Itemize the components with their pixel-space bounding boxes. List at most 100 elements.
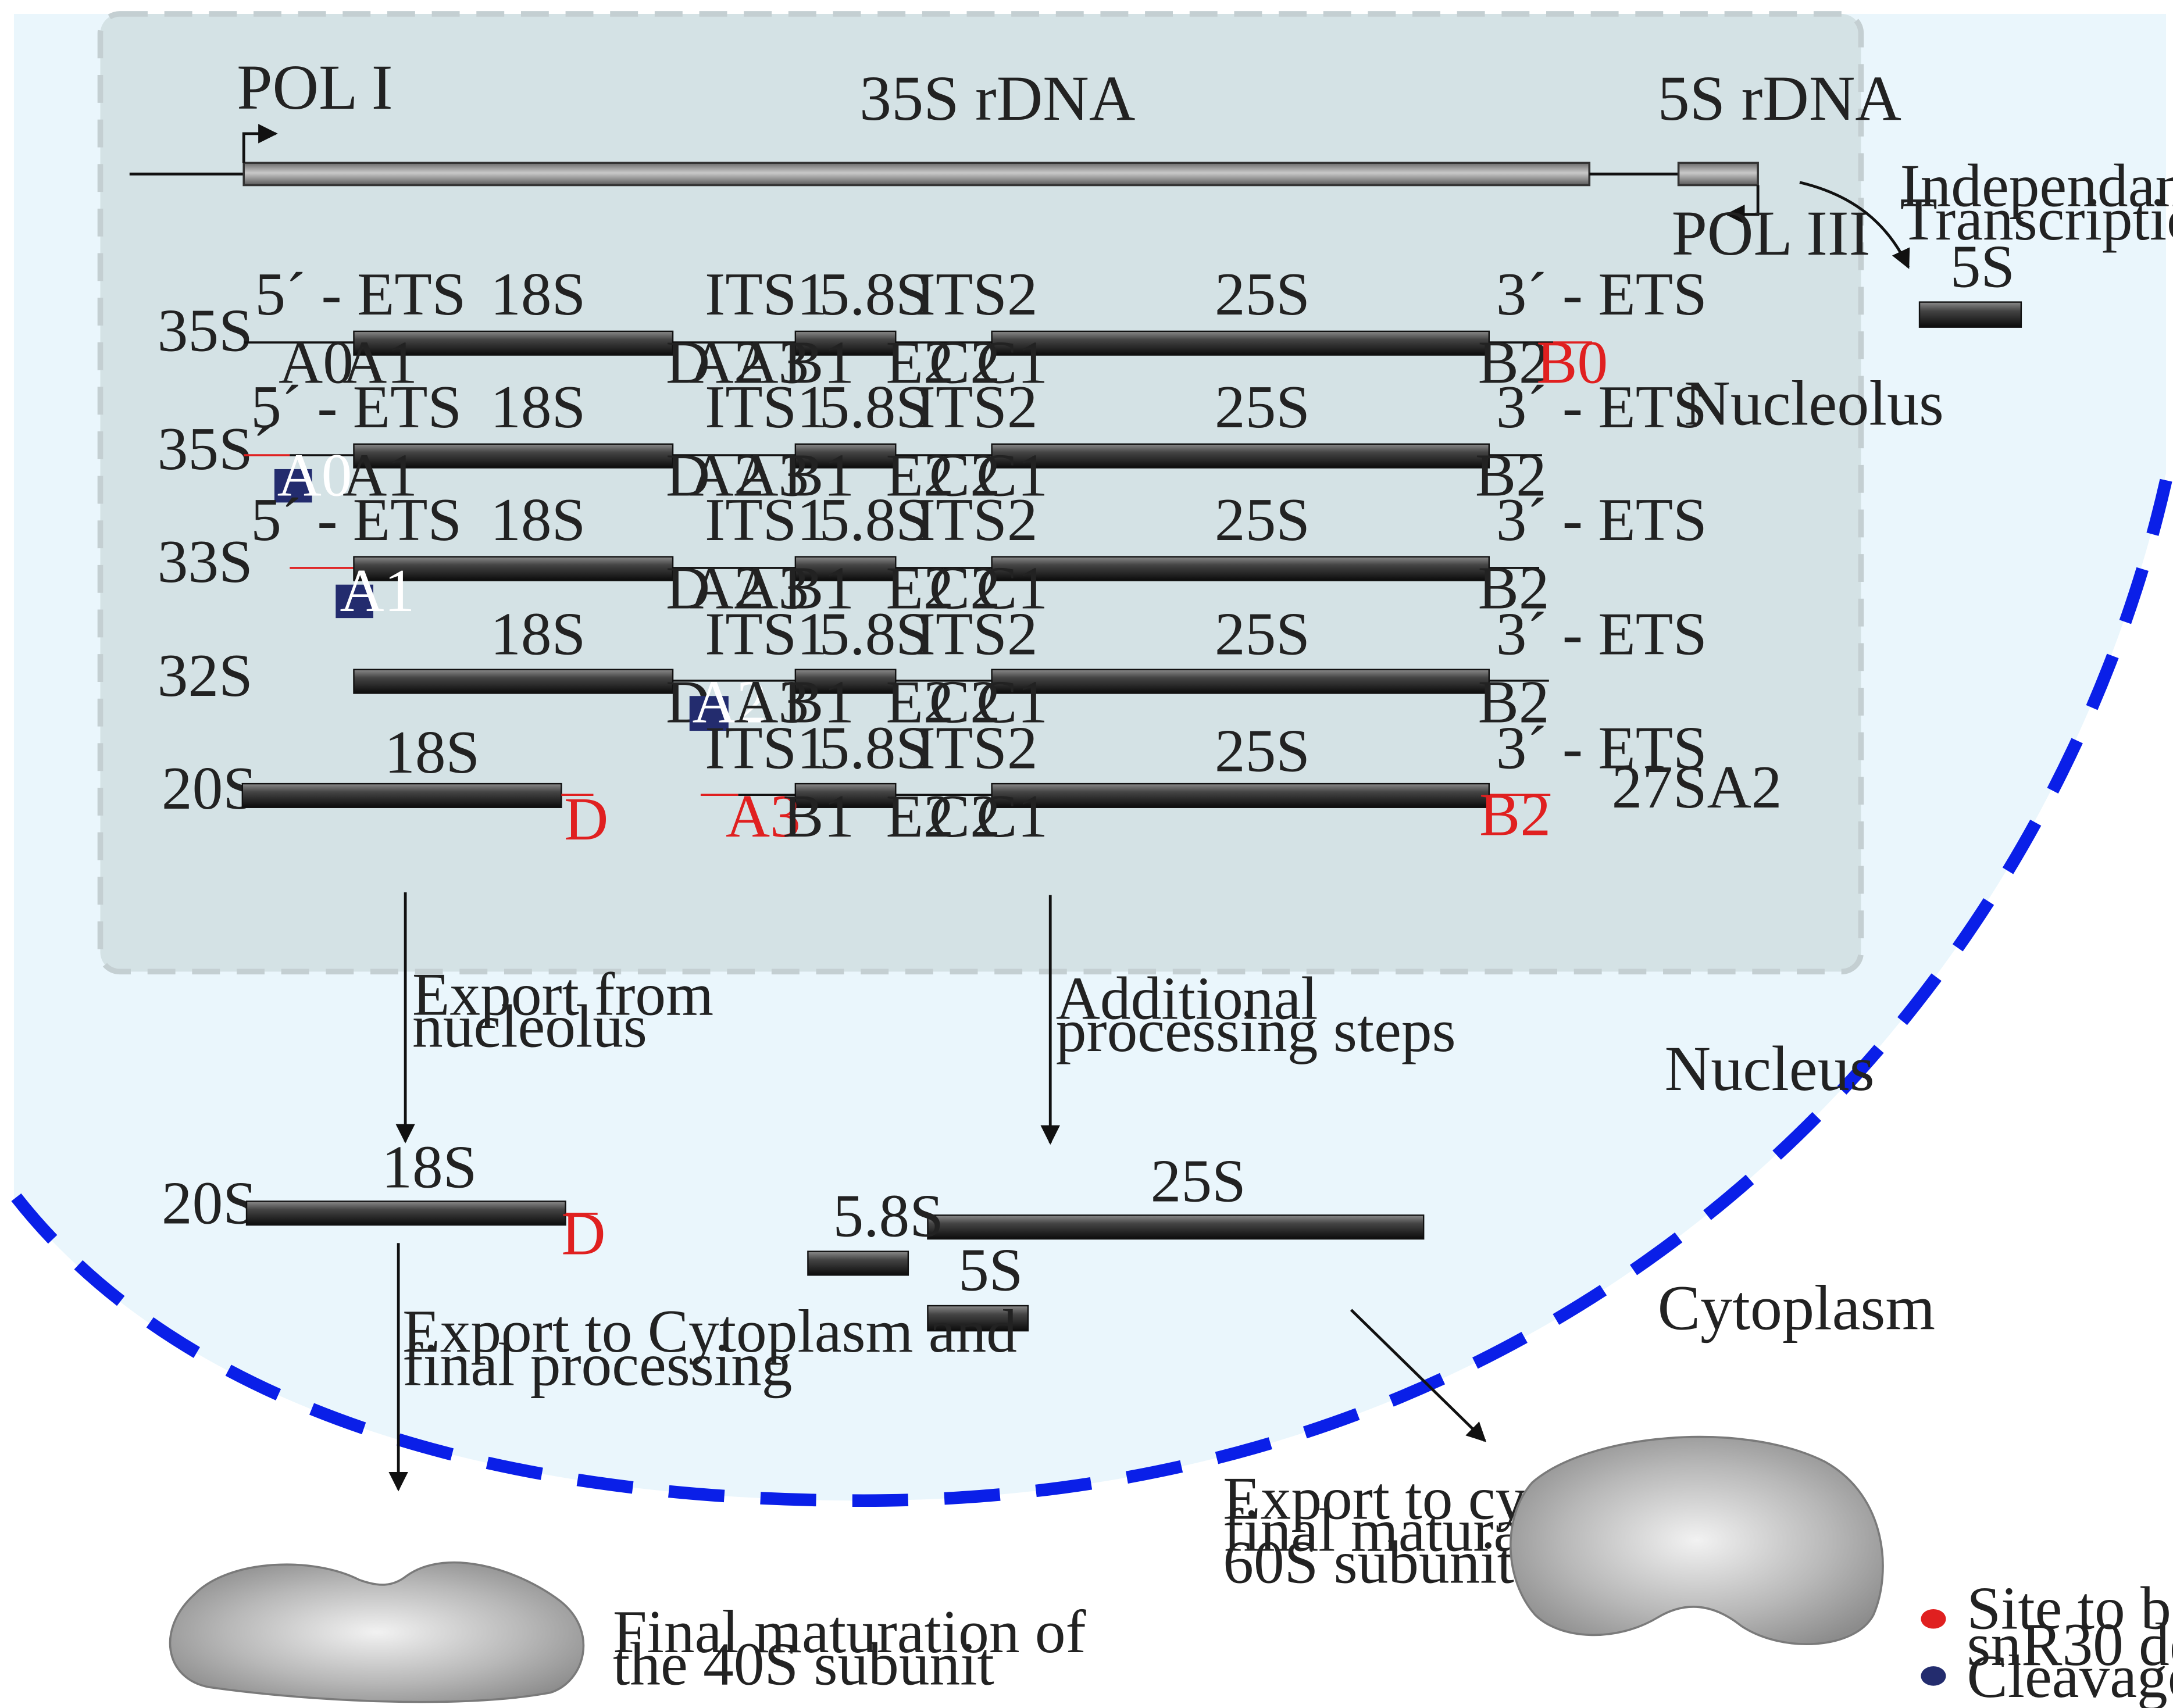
- svg-text:ITS1: ITS1: [705, 373, 827, 441]
- svg-text:E2: E2: [886, 553, 954, 621]
- svg-text:B1: B1: [783, 553, 854, 621]
- snr30-site-box: [689, 696, 729, 731]
- svg-text:C1: C1: [976, 328, 1048, 396]
- svg-text:C1: C1: [976, 668, 1048, 736]
- red-cleave-site-icon: [1921, 1609, 1946, 1629]
- svg-text:A2: A2: [690, 328, 765, 396]
- svg-text:C2: C2: [929, 668, 1001, 736]
- svg-text:5´ - ETS: 5´ - ETS: [255, 260, 466, 328]
- svg-text:3´ - ETS: 3´ - ETS: [1496, 373, 1707, 441]
- svg-text:D: D: [564, 785, 608, 853]
- svg-text:5.8S: 5.8S: [819, 260, 930, 328]
- svg-text:E2: E2: [886, 328, 954, 396]
- pol3-arrow-icon: [1725, 185, 1760, 224]
- svg-text:B2: B2: [1478, 553, 1550, 621]
- svg-text:18S: 18S: [381, 1132, 477, 1200]
- svg-text:C2: C2: [929, 782, 1001, 850]
- svg-text:25S: 25S: [1215, 717, 1310, 785]
- svg-text:nucleolus: nucleolus: [412, 992, 647, 1060]
- svg-text:B1: B1: [783, 328, 854, 396]
- svg-text:A2: A2: [690, 553, 765, 621]
- row-20s-27sa2: 20S 18S D ITS1 5.8S ITS2 25S 3´ - ETS A3…: [162, 714, 1782, 853]
- nuclear-membrane: [9, 478, 2172, 1507]
- svg-text:18S: 18S: [490, 373, 586, 441]
- svg-text:C2: C2: [929, 441, 1001, 509]
- svg-text:A3: A3: [734, 441, 809, 509]
- row-label: 20S: [162, 754, 257, 822]
- svg-text:A0: A0: [279, 328, 354, 396]
- svg-text:A3: A3: [734, 668, 809, 736]
- svg-text:ITS2: ITS2: [915, 373, 1038, 441]
- svg-text:processing steps: processing steps: [1056, 996, 1456, 1064]
- svg-text:final processing: final processing: [402, 1331, 792, 1399]
- svg-text:D: D: [666, 553, 710, 621]
- row-label: 35S: [158, 296, 253, 364]
- svg-text:3´ - ETS: 3´ - ETS: [1496, 260, 1707, 328]
- svg-text:C2: C2: [929, 553, 1001, 621]
- svg-text:Export to Cytoplasm and: Export to Cytoplasm and: [402, 1297, 1017, 1365]
- svg-text:A3: A3: [734, 553, 809, 621]
- row-label: 35S´: [158, 415, 273, 483]
- svg-text:A2: A2: [693, 668, 768, 736]
- lower-20s: 20S 18S D: [162, 1132, 606, 1267]
- row-label: 32S: [158, 641, 253, 709]
- svg-text:25S: 25S: [1151, 1146, 1246, 1214]
- svg-text:5´ - ETS: 5´ - ETS: [251, 485, 462, 553]
- svg-text:ITS1: ITS1: [705, 260, 827, 328]
- row-32s: 32S 18S ITS1 5.8S ITS2 25S 3´ - ETS D A2…: [158, 599, 1707, 735]
- rdna35-label: 35S rDNA: [859, 63, 1135, 134]
- ribosome-40s-subunit: [169, 1561, 585, 1703]
- pol3-label: POL III: [1672, 198, 1871, 269]
- svg-text:5.8S: 5.8S: [819, 373, 930, 441]
- svg-text:ITS2: ITS2: [915, 485, 1038, 553]
- svg-text:B1: B1: [783, 668, 854, 736]
- svg-text:B2: B2: [1479, 781, 1551, 849]
- svg-text:5´ - ETS: 5´ - ETS: [251, 373, 462, 441]
- svg-text:B0: B0: [1536, 328, 1608, 396]
- svg-text:the 40S subunit: the 40S subunit: [613, 1630, 994, 1698]
- free-5s-label: 5S: [1950, 232, 2015, 300]
- svg-text:25S: 25S: [1215, 373, 1310, 441]
- pol1-arrow-icon: [242, 124, 278, 163]
- svg-text:25S: 25S: [1215, 599, 1310, 667]
- nucleolus-label: Nucleolus: [1684, 367, 1944, 438]
- svg-text:A3: A3: [734, 328, 809, 396]
- svg-text:5.8S: 5.8S: [833, 1181, 944, 1249]
- svg-text:60S subunit: 60S subunit: [1223, 1528, 1514, 1596]
- svg-text:snR30 dependent: snR30 dependent: [1967, 1610, 2173, 1678]
- svg-text:3´ - ETS: 3´ - ETS: [1496, 599, 1707, 667]
- independent-label-2: Transcription: [1900, 185, 2173, 253]
- svg-text:5.8S: 5.8S: [819, 714, 930, 782]
- cytoplasm-label: Cytoplasm: [1658, 1273, 1935, 1343]
- svg-text:ITS2: ITS2: [915, 260, 1038, 328]
- svg-text:C1: C1: [976, 441, 1048, 509]
- svg-text:ITS1: ITS1: [705, 599, 827, 667]
- svg-text:A1: A1: [342, 441, 418, 509]
- svg-text:Additional: Additional: [1056, 964, 1318, 1032]
- svg-text:18S: 18S: [490, 599, 586, 667]
- svg-text:D: D: [666, 328, 710, 396]
- svg-text:C1: C1: [976, 553, 1048, 621]
- svg-text:A2: A2: [690, 441, 765, 509]
- svg-text:E2: E2: [886, 668, 954, 736]
- row-33s: 33S 5´ - ETS 18S ITS1 5.8S ITS2 25S 3´ -…: [158, 485, 1707, 624]
- independent-arrow-icon: [1799, 181, 1910, 269]
- svg-text:ITS2: ITS2: [915, 599, 1038, 667]
- svg-text:25S: 25S: [1215, 260, 1310, 328]
- svg-text:E2: E2: [886, 782, 954, 850]
- svg-text:5S: 5S: [958, 1236, 1023, 1304]
- svg-text:5.8S: 5.8S: [819, 599, 930, 667]
- svg-text:3´ - ETS: 3´ - ETS: [1496, 485, 1707, 553]
- svg-text:3´ - ETS: 3´ - ETS: [1496, 714, 1707, 782]
- svg-text:D: D: [666, 441, 710, 509]
- svg-text:18S: 18S: [384, 718, 480, 786]
- svg-text:A1: A1: [340, 556, 415, 624]
- export-60s-arrow: [1350, 1309, 1487, 1442]
- blue-snr30-cleavage-icon: [1921, 1666, 1946, 1686]
- svg-text:A1: A1: [342, 328, 418, 396]
- row-label: 33S: [158, 527, 253, 595]
- svg-text:B2: B2: [1478, 668, 1550, 736]
- svg-text:B2: B2: [1478, 328, 1550, 396]
- svg-text:Cleavage: Cleavage: [1967, 1642, 2173, 1708]
- rdna5-label: 5S rDNA: [1658, 63, 1901, 134]
